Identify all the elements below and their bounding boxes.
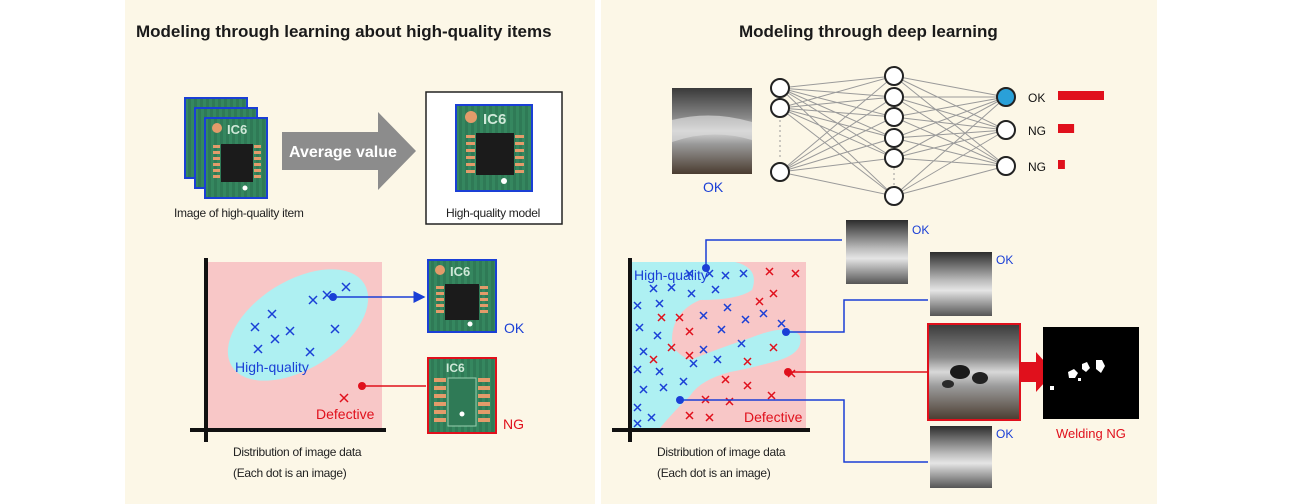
high-quality-region-label: High-quality <box>235 359 309 375</box>
high-quality-points <box>633 269 786 428</box>
output-label-ng-1: NG <box>1028 124 1046 138</box>
defective-point <box>339 393 349 403</box>
left-distribution-caption-line2: (Each dot is an image) <box>233 466 347 480</box>
chip-text: IC6 <box>446 361 465 375</box>
ng-result-label: NG <box>503 416 524 432</box>
ok-connector-1 <box>705 239 842 268</box>
ok-weld-sample-2 <box>930 252 992 316</box>
ok-chip-image: IC6 <box>427 259 497 333</box>
high-quality-region <box>630 262 801 428</box>
output-label-ok: OK <box>1028 91 1045 105</box>
sample-ok-label-2: OK <box>996 253 1013 267</box>
output-score-bar <box>1058 160 1065 169</box>
neural-network <box>779 75 1007 197</box>
ok-weld-sample-1 <box>846 220 908 284</box>
ok-weld-sample-3 <box>930 426 992 488</box>
high-quality-region-label: High-quality <box>634 267 708 283</box>
right-distribution-caption-line1: Distribution of image data <box>657 445 786 459</box>
input-ok-label: OK <box>703 179 724 195</box>
right-distribution-plot: High-quality Defective <box>612 239 928 463</box>
right-panel-title: Modeling through deep learning <box>739 22 998 41</box>
defective-region-label: Defective <box>744 409 803 425</box>
chip-text: IC6 <box>483 111 506 128</box>
high-quality-image-stack: IC6 <box>184 97 268 199</box>
high-quality-image-caption: Image of high-quality item <box>174 206 304 220</box>
sample-ok-label-1: OK <box>912 223 929 237</box>
chip-text: IC6 <box>227 122 247 137</box>
ok-connector-3 <box>680 399 928 463</box>
left-distribution-caption-line1: Distribution of image data <box>233 445 362 459</box>
defective-region-label: Defective <box>316 406 375 422</box>
output-score-bar <box>1058 91 1104 100</box>
ng-chip-image: IC6 <box>427 357 497 434</box>
average-value-label: Average value <box>289 144 397 161</box>
left-distribution-plot: High-quality Defective <box>190 258 426 442</box>
welding-ng-mask <box>1043 327 1139 419</box>
high-quality-model-caption: High-quality model <box>446 206 540 220</box>
network-nodes <box>770 66 1016 206</box>
welding-ng-label: Welding NG <box>1056 426 1126 441</box>
input-weld-image <box>672 88 752 174</box>
high-quality-model: IC6 <box>425 91 563 225</box>
high-quality-points <box>250 282 351 357</box>
output-label-ng-2: NG <box>1028 160 1046 174</box>
ng-weld-sample <box>927 323 1021 421</box>
ok-connector-2 <box>786 299 928 333</box>
chip-text: IC6 <box>450 264 470 279</box>
left-panel-title: Modeling through learning about high-qua… <box>136 22 552 41</box>
red-arrow <box>1020 352 1054 392</box>
ok-result-label: OK <box>504 320 525 336</box>
output-score-bar <box>1058 124 1075 133</box>
right-distribution-caption-line2: (Each dot is an image) <box>657 466 771 480</box>
defective-points <box>649 267 800 422</box>
sample-ok-label-3: OK <box>996 427 1013 441</box>
average-value-arrow: Average value <box>282 112 416 190</box>
output-score-bars <box>1058 91 1104 169</box>
